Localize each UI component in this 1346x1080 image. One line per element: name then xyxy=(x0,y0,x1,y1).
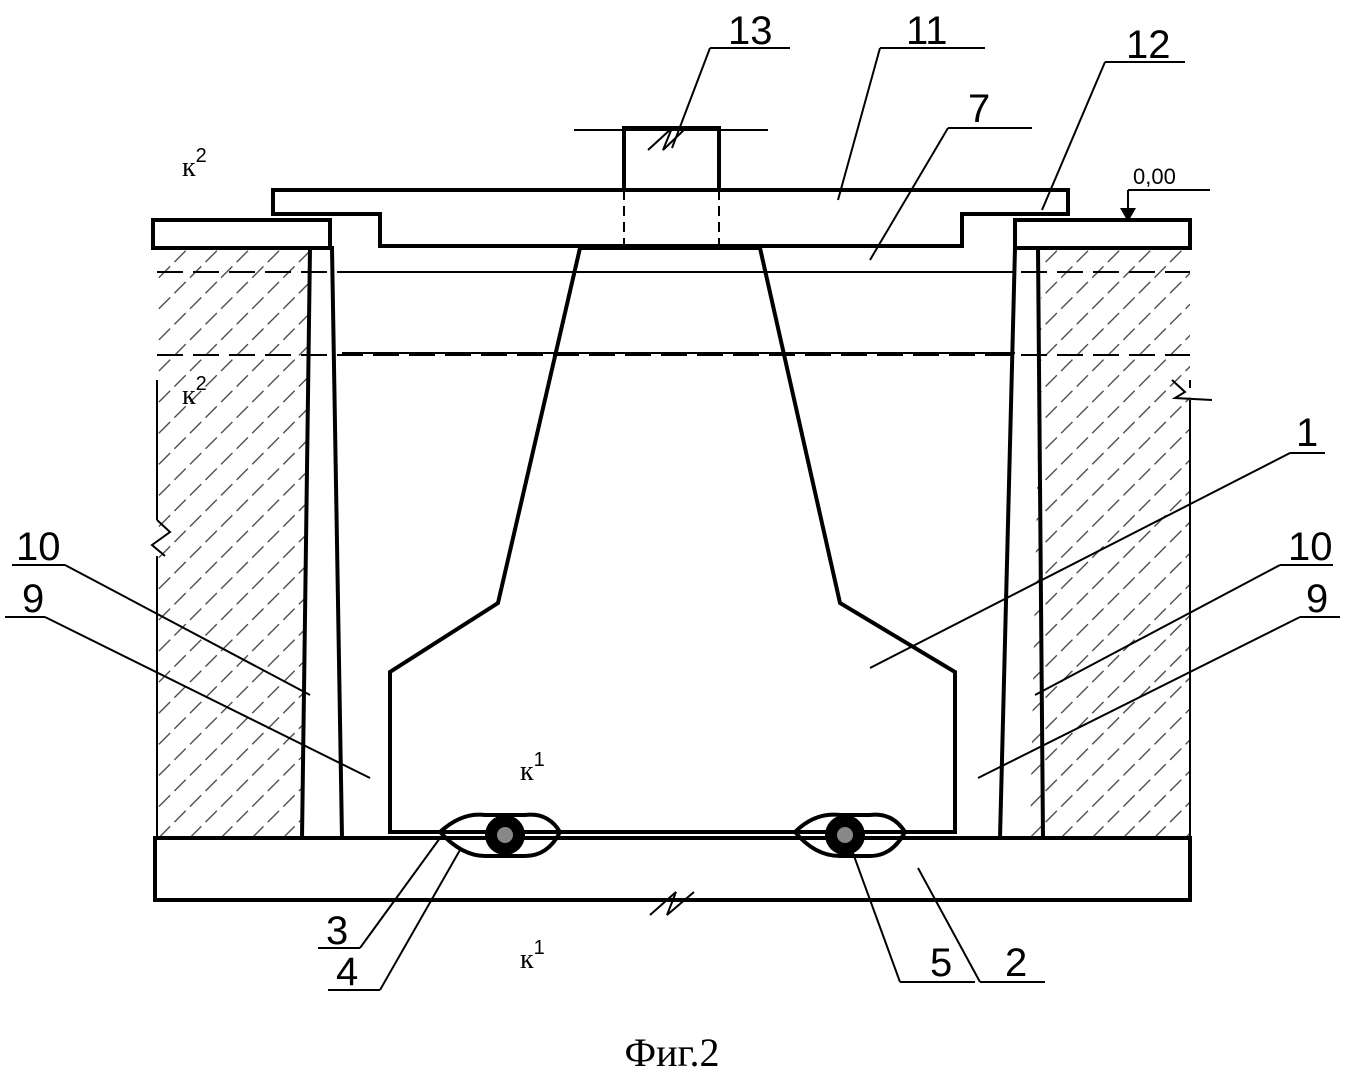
soil-mark-k2-top: к2 xyxy=(182,145,207,183)
seal-left xyxy=(437,812,563,858)
level-mark-text: 0,00 xyxy=(1133,164,1176,189)
callout-4: 4 xyxy=(336,950,358,994)
figure-caption: Фиг.2 xyxy=(625,1030,720,1075)
callout-5: 5 xyxy=(930,941,952,985)
callout-12: 12 xyxy=(1126,23,1171,67)
callout-10-right: 10 xyxy=(1288,525,1333,569)
callout-9-right: 9 xyxy=(1306,577,1328,621)
callout-9-left: 9 xyxy=(22,577,44,621)
soil-mark-k1-inner: к1 xyxy=(520,749,545,787)
callout-13: 13 xyxy=(728,9,773,53)
callout-10-left: 10 xyxy=(16,525,61,569)
level-lines xyxy=(157,271,1190,356)
seal-right xyxy=(792,812,908,858)
callout-3: 3 xyxy=(326,909,348,953)
cover-plate xyxy=(271,188,1070,248)
leader-lines xyxy=(5,47,1340,991)
callout-11: 11 xyxy=(906,9,948,53)
main-block xyxy=(388,246,957,834)
soil-backfill xyxy=(157,246,1190,838)
top-slab-left xyxy=(151,218,332,250)
callout-7: 7 xyxy=(968,87,990,131)
left-wall xyxy=(299,246,345,840)
callout-1: 1 xyxy=(1296,411,1318,455)
right-wall xyxy=(997,246,1046,840)
top-element xyxy=(622,126,721,192)
soil-mark-k2-mid: к2 xyxy=(182,373,207,411)
base-slab xyxy=(153,836,1192,902)
soil-mark-k1-bottom: к1 xyxy=(520,937,545,975)
callout-2: 2 xyxy=(1005,941,1027,985)
level-marker: 0,00 xyxy=(1120,164,1210,222)
top-slab-right xyxy=(1013,218,1192,250)
